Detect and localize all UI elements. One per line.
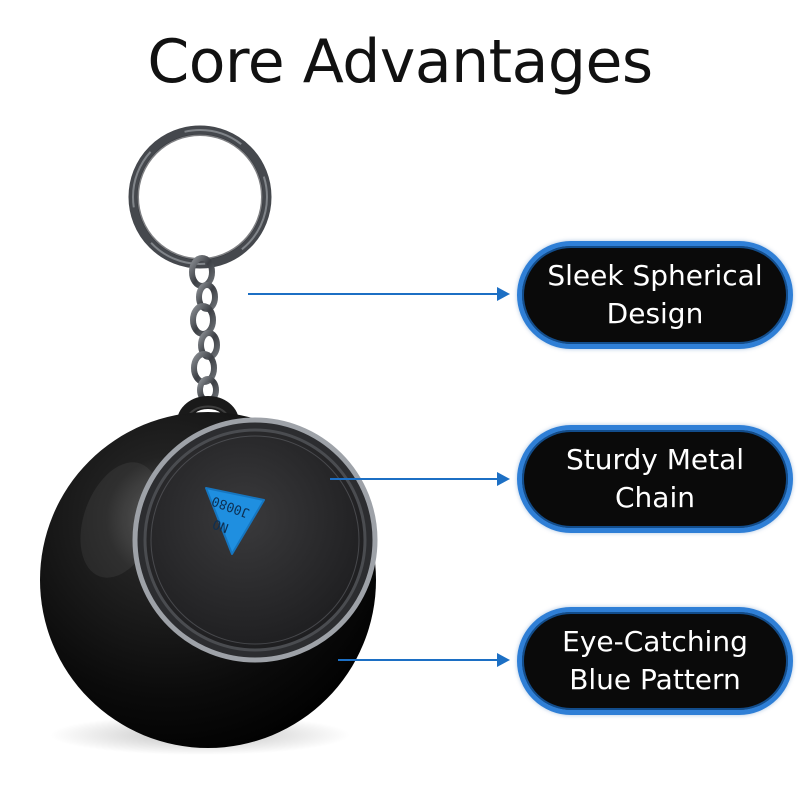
feature-3-line2: Blue Pattern bbox=[569, 663, 741, 696]
feature-2-line2: Chain bbox=[615, 481, 695, 514]
feature-pill-3: Eye-Catching Blue Pattern bbox=[517, 607, 793, 715]
key-ring bbox=[128, 125, 272, 269]
feature-pill-1: Sleek Spherical Design bbox=[517, 241, 793, 349]
feature-1-line2: Design bbox=[606, 297, 704, 330]
metal-chain bbox=[189, 255, 220, 404]
arrow-head-icon bbox=[497, 472, 510, 486]
callout-line-3 bbox=[338, 659, 498, 661]
feature-pill-2: Sturdy Metal Chain bbox=[517, 425, 793, 533]
die-text-line2: NO bbox=[211, 516, 231, 536]
arrow-head-icon bbox=[497, 653, 510, 667]
page-title: Core Advantages bbox=[147, 27, 653, 97]
callout-line-2 bbox=[330, 478, 498, 480]
feature-1-line1: Sleek Spherical bbox=[547, 259, 763, 292]
feature-2-line1: Sturdy Metal bbox=[565, 443, 745, 476]
callout-line-1 bbox=[248, 293, 498, 295]
magic-ball: J0080 NO bbox=[40, 412, 378, 748]
blue-die-icon: J0080 NO bbox=[205, 487, 265, 555]
arrow-head-icon bbox=[497, 287, 510, 301]
feature-3-line1: Eye-Catching bbox=[562, 625, 748, 658]
